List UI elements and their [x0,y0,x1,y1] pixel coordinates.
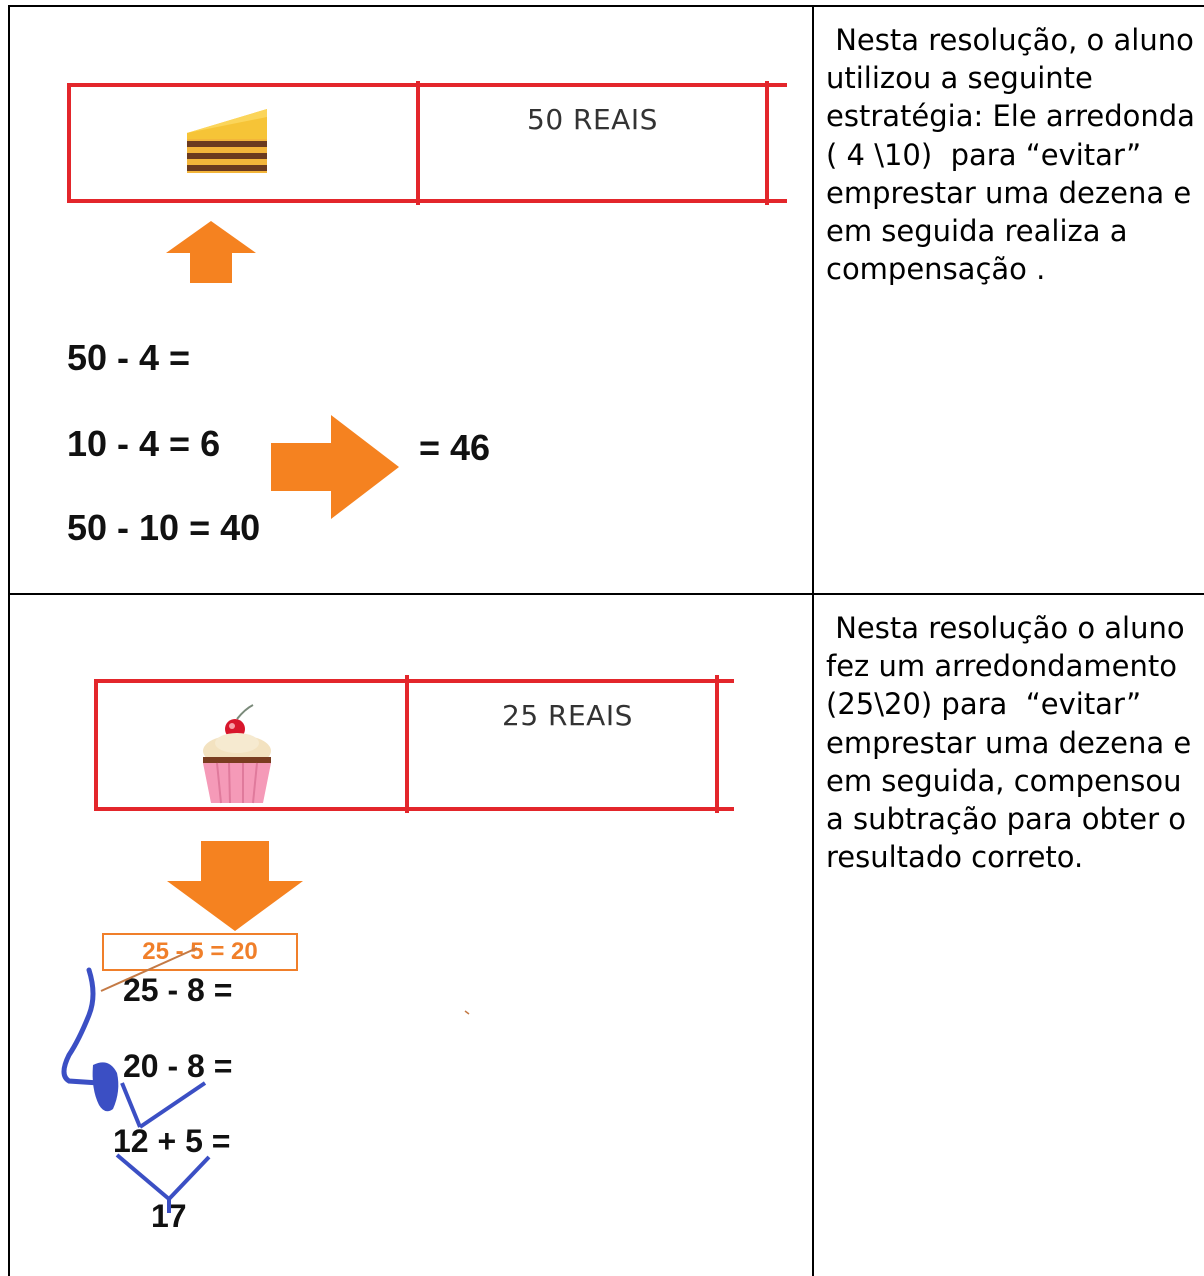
row2-description: Nesta resolução o aluno fez um arredonda… [826,611,1201,875]
row1-description-cell: Nesta resolução, o aluno utilizou a segu… [814,7,1204,593]
table-column-divider [812,5,814,1276]
row1-illustration-cell: 50 REAIS 50 - 4 = 10 - 4 = 6 50 - 10 = 4… [9,7,813,593]
table-border-left [8,5,10,1276]
cake-slice-icon [187,109,267,173]
row1-equation-3: 50 - 10 = 40 [67,507,261,548]
row1-equation-1: 50 - 4 = [67,337,191,378]
row2-price-label: 25 REAIS [502,699,633,732]
row1-equation-2: 10 - 4 = 6 [67,423,221,464]
cupcake-icon [203,704,271,804]
row1-price-divider [416,81,420,205]
row2-price-right-edge [715,675,719,813]
arrow-right-icon [271,415,399,519]
row2-equation-2: 20 - 8 = [123,1048,233,1084]
row2-boxed-equation: 25 - 5 = 20 [102,933,298,971]
row1-price-label: 50 REAIS [527,103,658,136]
row1-price-table [67,83,787,203]
row1-result: = 46 [419,427,491,468]
row2-price-table [94,679,734,811]
row2-illustration-cell: 25 REAIS 25 - 5 = 20 25 - 8 = 20 - 8 = 1… [9,595,813,1276]
row2-price-divider [405,675,409,813]
annotation-strokes [61,947,470,1213]
row1-description: Nesta resolução, o aluno utilizou a segu… [826,23,1204,287]
table-border-top [8,5,1204,7]
row2-equation-3: 12 + 5 = [113,1123,231,1159]
row1-price-right-edge [765,81,769,205]
row2-description-cell: Nesta resolução o aluno fez um arredonda… [814,595,1204,1276]
table-row-divider [8,593,1204,595]
arrow-up-icon [166,221,256,283]
arrow-down-icon [167,841,303,931]
row2-equation-1: 25 - 8 = [123,972,233,1008]
